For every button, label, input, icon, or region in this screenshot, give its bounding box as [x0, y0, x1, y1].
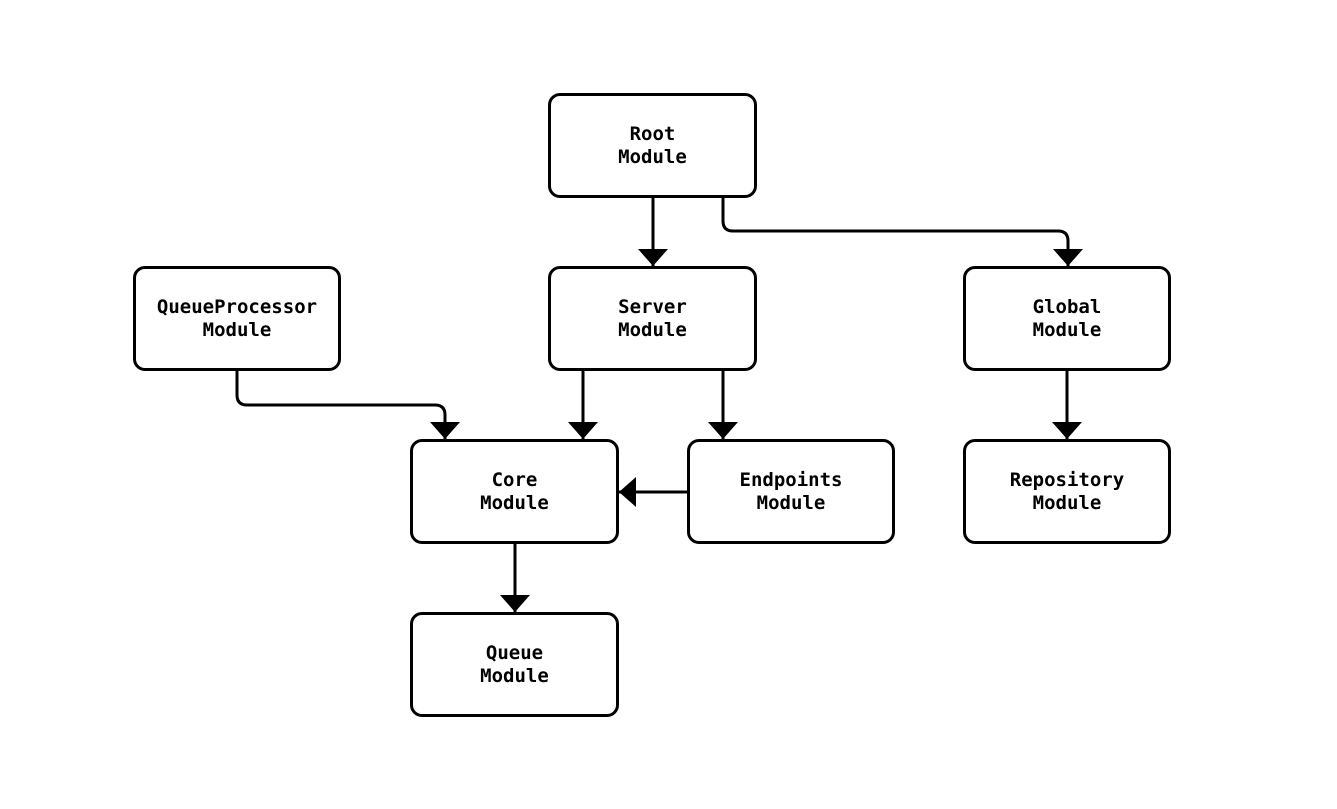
node-queueprocessor-module: QueueProcessor Module — [133, 266, 341, 371]
node-repository-module: Repository Module — [963, 439, 1171, 544]
node-queue-module: Queue Module — [410, 612, 619, 717]
node-core-module-label: Core Module — [480, 468, 549, 514]
node-server-module: Server Module — [548, 266, 757, 371]
node-queue-module-label: Queue Module — [480, 641, 549, 687]
node-core-module: Core Module — [410, 439, 619, 544]
node-root-module: Root Module — [548, 93, 757, 198]
edge-queueprocessor-to-core — [235, 371, 460, 439]
node-root-module-label: Root Module — [618, 122, 687, 168]
edge-root-to-global — [721, 198, 1083, 266]
node-repository-module-label: Repository Module — [1009, 468, 1125, 514]
node-queueprocessor-module-label: QueueProcessor Module — [156, 295, 318, 341]
node-endpoints-module: Endpoints Module — [687, 439, 895, 544]
node-server-module-label: Server Module — [618, 295, 687, 341]
node-endpoints-module-label: Endpoints Module — [739, 468, 843, 514]
node-global-module-label: Global Module — [1032, 295, 1102, 341]
node-global-module: Global Module — [963, 266, 1171, 371]
